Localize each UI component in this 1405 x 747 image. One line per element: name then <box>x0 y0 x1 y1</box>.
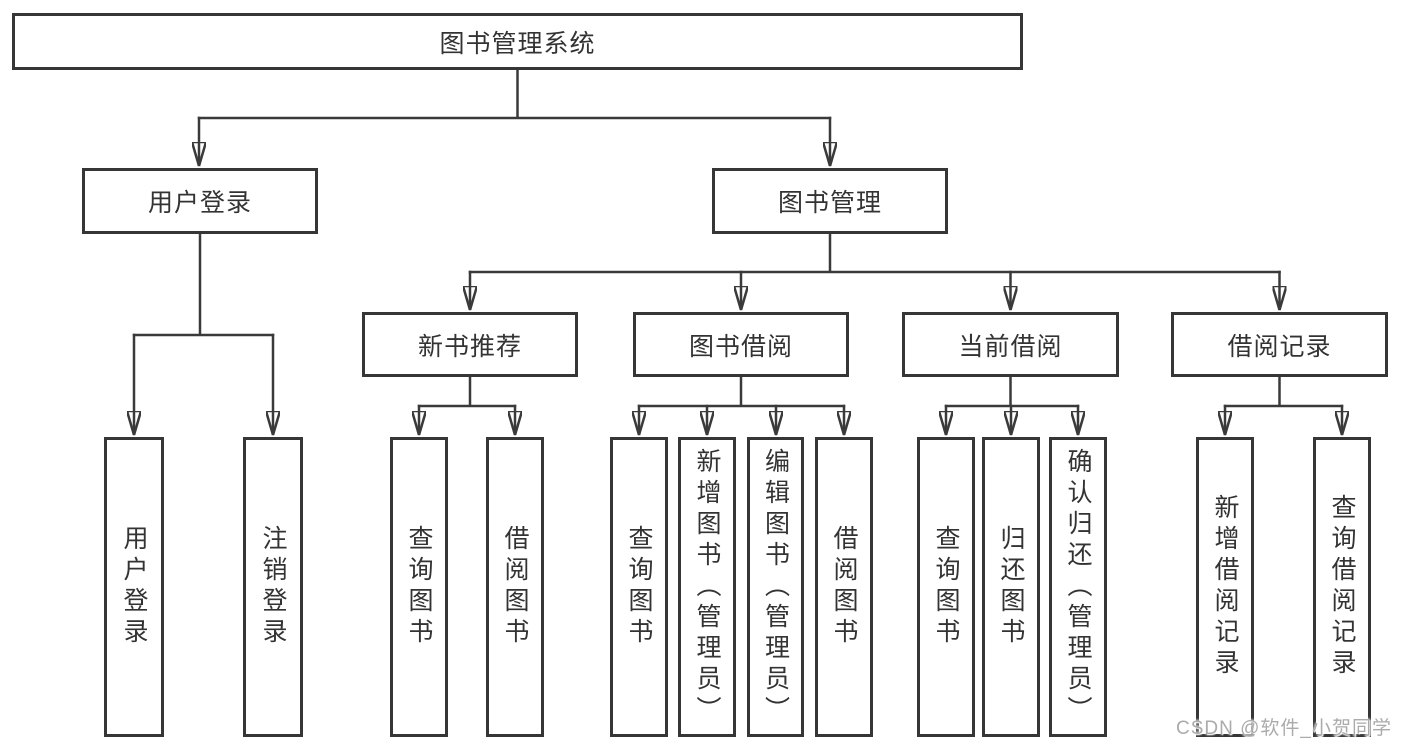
leaf-current-return: 归还图书 <box>982 437 1040 737</box>
connector-borrow-records-children <box>1225 375 1342 436</box>
leaf-logout: 注销登录 <box>243 437 303 737</box>
watermark-text: CSDN @软件_小贺同学 <box>1176 718 1392 739</box>
leaf-borrow-book: 借阅图书 <box>815 437 873 737</box>
leaf-current-query: 查询图书 <box>917 437 975 737</box>
leaf-newbook-borrow: 借阅图书 <box>486 437 544 737</box>
leaf-current-confirm-return: 确认归还（管理员） <box>1049 437 1107 737</box>
node-root: 图书管理系统 <box>12 13 1023 70</box>
leaf-record-add: 新增借阅记录 <box>1196 437 1254 737</box>
leaf-borrow-query: 查询图书 <box>610 437 668 737</box>
connector-new-book-rec-children <box>419 375 515 436</box>
node-borrow-records: 借阅记录 <box>1171 312 1388 377</box>
connector-current-borrow-children <box>946 375 1078 436</box>
connector-root-to-level2 <box>199 68 830 167</box>
node-current-borrow: 当前借阅 <box>902 312 1119 377</box>
leaf-record-query: 查询借阅记录 <box>1313 437 1371 737</box>
connector-user-login-children <box>134 232 273 436</box>
node-user-login: 用户登录 <box>82 168 318 234</box>
leaf-borrow-add-book: 新增图书（管理员） <box>678 437 736 737</box>
connector-book-borrow-children <box>639 375 844 436</box>
node-book-mgmt: 图书管理 <box>712 168 948 234</box>
leaf-user-login: 用户登录 <box>104 437 164 737</box>
connector-book-mgmt-children <box>470 232 1280 311</box>
leaf-newbook-query: 查询图书 <box>390 437 448 737</box>
leaf-borrow-edit-book: 编辑图书（管理员） <box>747 437 804 737</box>
node-book-borrow: 图书借阅 <box>633 312 849 377</box>
node-new-book-rec: 新书推荐 <box>362 312 578 377</box>
